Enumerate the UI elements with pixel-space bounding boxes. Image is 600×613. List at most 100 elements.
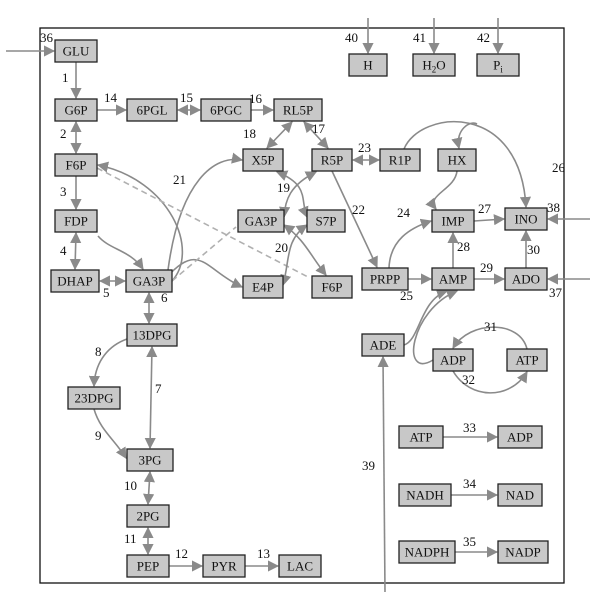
node-label: PYR (211, 559, 237, 574)
node-adp: ADP (432, 348, 474, 372)
node-6pgc: 6PGC (200, 98, 252, 122)
node-label: G6P (64, 103, 87, 118)
node-label: 6PGC (210, 103, 242, 118)
edge-22 (331, 170, 378, 269)
node-box (54, 39, 98, 63)
node-box (311, 148, 353, 172)
node-f6p: F6P (54, 153, 98, 177)
node-box (306, 209, 346, 233)
edge-24 (425, 170, 458, 210)
node-label: 23DPG (74, 391, 113, 406)
node-box (497, 425, 543, 449)
node-box (126, 448, 174, 472)
edge-9 (93, 408, 127, 459)
node-label: INO (514, 212, 537, 227)
node-box (431, 209, 475, 233)
node-2pg: 2PG (126, 504, 170, 528)
reaction-number-28: 28 (457, 239, 470, 254)
node-label: 6PGL (136, 103, 167, 118)
node-imp: IMP (431, 209, 475, 233)
reaction-number-22: 22 (352, 202, 365, 217)
reaction-number-20: 20 (275, 240, 288, 255)
node-label: FDP (64, 214, 88, 229)
node-rl5p: RL5P (273, 98, 323, 122)
node-box (476, 53, 520, 77)
node-box (202, 554, 246, 578)
reaction-number-13: 13 (257, 546, 270, 561)
node-label: NADP (505, 545, 540, 560)
node-nadp: NADP (497, 540, 549, 564)
node-label: GA3P (245, 214, 278, 229)
node-box (311, 275, 353, 299)
node-adp2: ADP (497, 425, 543, 449)
reaction-number-7: 7 (155, 381, 162, 396)
reaction-number-16: 16 (249, 91, 263, 106)
node-r5p: R5P (311, 148, 353, 172)
node-amp: AMP (431, 267, 475, 291)
edge-18 (266, 121, 293, 149)
reaction-number-14: 14 (104, 90, 118, 105)
node-box (506, 348, 548, 372)
node-box (504, 207, 548, 231)
node-label: ADP (440, 353, 466, 368)
node-box (237, 209, 285, 233)
node-box (125, 269, 173, 293)
node-box (412, 53, 456, 77)
node-box (242, 275, 284, 299)
reaction-number-41: 41 (413, 30, 426, 45)
node-box (126, 504, 170, 528)
reaction-number-6: 6 (161, 290, 168, 305)
node-label: ADO (512, 272, 540, 287)
reaction-number-8: 8 (95, 344, 102, 359)
node-fdp: FDP (54, 209, 98, 233)
node-ado: ADO (504, 267, 548, 291)
node-box (497, 540, 549, 564)
node-label: F6P (66, 158, 87, 173)
edge-27 (473, 214, 506, 226)
reaction-number-38: 38 (547, 200, 560, 215)
node-3pg: 3PG (126, 448, 174, 472)
node-box (54, 153, 98, 177)
reaction-number-30: 30 (527, 242, 540, 257)
reaction-number-3: 3 (60, 184, 67, 199)
node-label: H2O (422, 58, 445, 75)
node-lac: LAC (278, 554, 322, 578)
edge-26 (403, 121, 532, 209)
edge-adp-amp (412, 289, 459, 365)
reaction-number-2: 2 (60, 126, 67, 141)
node-label: HX (448, 153, 467, 168)
node-label: R1P (389, 153, 411, 168)
reaction-number-37: 37 (549, 285, 563, 300)
node-ga3p: GA3P (125, 269, 173, 293)
node-atp2: ATP (398, 425, 444, 449)
node-label: LAC (287, 559, 313, 574)
edge-10 (143, 470, 155, 506)
edge-fdp-ga3p (97, 235, 144, 270)
node-box (379, 148, 421, 172)
reaction-number-26: 26 (552, 160, 566, 175)
node-atp: ATP (506, 348, 548, 372)
edge-39 (377, 355, 389, 593)
node-box (67, 386, 121, 410)
reaction-edges (6, 18, 590, 593)
node-label: PEP (137, 559, 159, 574)
node-label: NADH (406, 488, 444, 503)
node-label: DHAP (57, 274, 92, 289)
reaction-number-25: 25 (400, 288, 413, 303)
reaction-number-1: 1 (62, 70, 69, 85)
node-label: ATP (409, 430, 432, 445)
edge-ade-amp (403, 288, 449, 346)
node-box (431, 267, 475, 291)
reaction-number-5: 5 (103, 285, 110, 300)
node-6pgl: 6PGL (126, 98, 178, 122)
reaction-number-40: 40 (345, 30, 358, 45)
node-box (278, 554, 322, 578)
node-ino: INO (504, 207, 548, 231)
node-box (398, 540, 456, 564)
node-h: H (348, 53, 388, 77)
reaction-number-29: 29 (480, 260, 493, 275)
edge-dash-2 (171, 226, 237, 282)
node-label: NADPH (405, 545, 450, 560)
